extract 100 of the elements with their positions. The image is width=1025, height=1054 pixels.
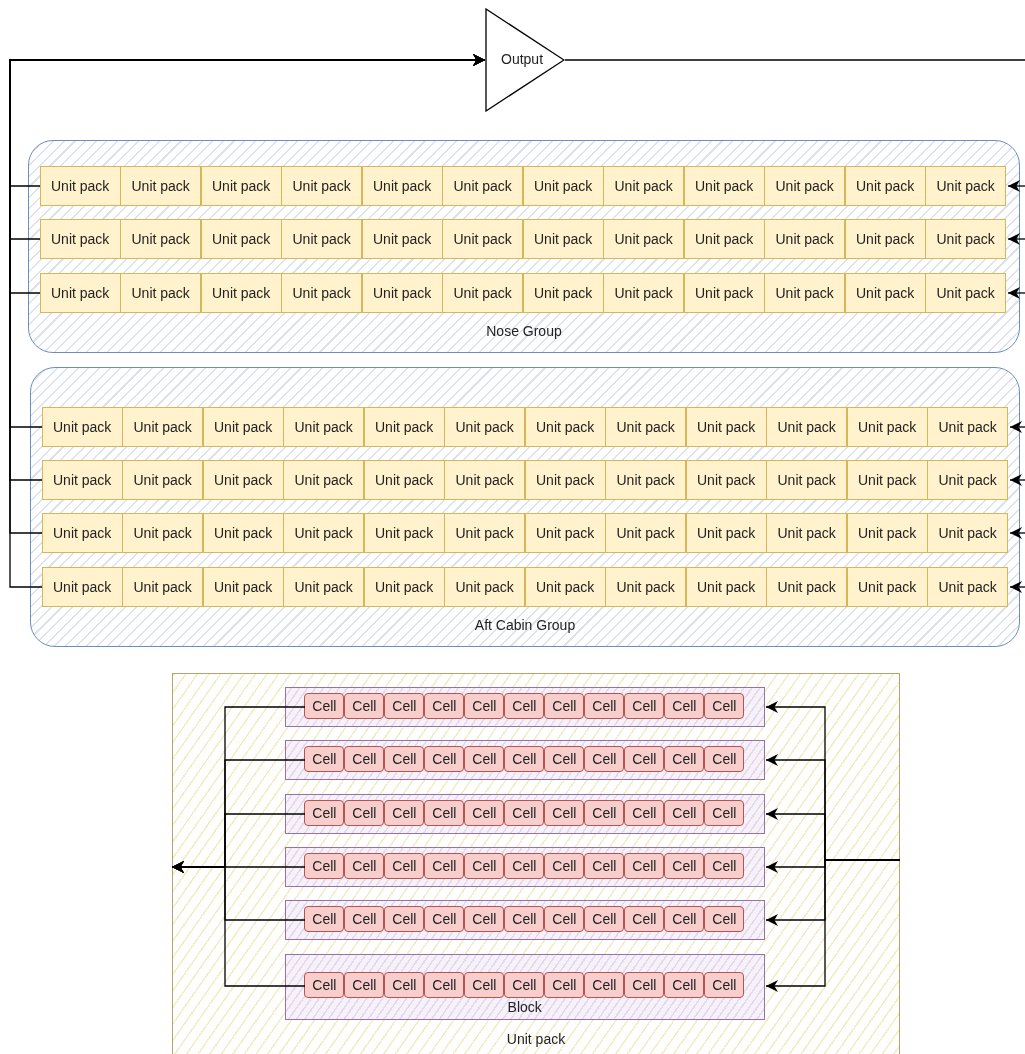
- output-label: Output: [501, 51, 544, 67]
- unit-pack: Unit pack: [122, 459, 204, 500]
- battery-cell: Cell: [304, 972, 345, 999]
- battery-cell: Cell: [584, 746, 625, 773]
- group-panel: [30, 367, 1020, 647]
- battery-cell: Cell: [544, 906, 585, 933]
- arrow: [765, 859, 901, 992]
- battery-cell: Cell: [304, 853, 345, 880]
- arrow: [1009, 527, 1025, 539]
- battery-cell: Cell: [544, 693, 585, 720]
- battery-cell: Cell: [624, 800, 665, 827]
- unit-pack: Unit pack: [41, 406, 123, 447]
- unit-pack: Unit pack: [524, 512, 606, 553]
- battery-cell: Cell: [584, 972, 625, 999]
- battery-cell: Cell: [464, 746, 505, 773]
- battery-cell: Cell: [664, 906, 705, 933]
- battery-cell: Cell: [704, 972, 745, 999]
- arrow: [1009, 581, 1025, 593]
- group-panel: [28, 140, 1020, 353]
- battery-cell: Cell: [704, 853, 745, 880]
- unit-pack: Unit pack: [283, 566, 365, 607]
- unit-pack: Unit pack: [685, 512, 767, 553]
- unit-pack: Unit pack: [603, 272, 685, 313]
- unit-pack: Unit pack: [925, 218, 1007, 259]
- battery-cell: Cell: [464, 693, 505, 720]
- unit-pack: Unit pack: [122, 512, 204, 553]
- battery-cell: Cell: [664, 972, 705, 999]
- battery-cell: Cell: [664, 693, 705, 720]
- battery-cell: Cell: [424, 906, 465, 933]
- unit-pack: Unit pack: [361, 165, 443, 206]
- block-panel: [284, 953, 765, 1020]
- battery-cell: Cell: [584, 853, 625, 880]
- battery-cell: Cell: [384, 746, 425, 773]
- battery-cell: Cell: [504, 906, 545, 933]
- group-label: Nose Group: [486, 323, 562, 339]
- block-panel: [284, 686, 765, 727]
- battery-cell: Cell: [504, 746, 545, 773]
- unit-pack: Unit pack: [846, 566, 928, 607]
- unit-pack: Unit pack: [605, 566, 687, 607]
- battery-cell: Cell: [544, 746, 585, 773]
- unit-pack: Unit pack: [524, 406, 606, 447]
- battery-cell: Cell: [704, 746, 745, 773]
- unit-pack: Unit pack: [122, 566, 204, 607]
- battery-cell: Cell: [544, 853, 585, 880]
- unit-pack: Unit pack: [846, 406, 928, 447]
- unit-pack: Unit pack: [846, 459, 928, 500]
- unit-pack: Unit pack: [605, 512, 687, 553]
- unit-pack: Unit pack: [122, 406, 204, 447]
- block-panel: [284, 846, 765, 887]
- battery-cell: Cell: [424, 853, 465, 880]
- unit-pack: Unit pack: [925, 165, 1007, 206]
- unit-pack: Unit pack: [363, 566, 445, 607]
- unit-pack: Unit pack: [603, 218, 685, 259]
- unit-pack: Unit pack: [844, 165, 926, 206]
- unit-pack: Unit pack: [766, 512, 848, 553]
- unit-pack: Unit pack: [444, 512, 526, 553]
- unit-pack: Unit pack: [766, 406, 848, 447]
- block-panel: [284, 899, 765, 940]
- unit-pack: Unit pack: [120, 218, 202, 259]
- connector-line: [564, 59, 1025, 61]
- block-panel: [284, 739, 765, 780]
- unit-pack: Unit pack: [685, 566, 767, 607]
- block-panel: [284, 793, 765, 834]
- battery-cell: Cell: [304, 746, 345, 773]
- unit-pack: Unit pack: [524, 566, 606, 607]
- battery-cell: Cell: [464, 800, 505, 827]
- battery-cell: Cell: [424, 746, 465, 773]
- block-label: Block: [507, 998, 542, 1015]
- unit-pack: Unit pack: [524, 459, 606, 500]
- unit-pack: Unit pack: [363, 512, 445, 553]
- group-label: Aft Cabin Group: [474, 617, 576, 633]
- unit-pack: Unit pack: [444, 406, 526, 447]
- unit-pack: Unit pack: [522, 218, 604, 259]
- unit-pack: Unit pack: [522, 272, 604, 313]
- arrow: [1009, 474, 1025, 486]
- unit-pack: Unit pack: [522, 165, 604, 206]
- unit-pack: Unit pack: [363, 459, 445, 500]
- battery-cell: Cell: [384, 693, 425, 720]
- unit-pack: Unit pack: [283, 406, 365, 447]
- unit-pack: Unit pack: [927, 406, 1009, 447]
- battery-cell: Cell: [624, 972, 665, 999]
- unit-pack: Unit pack: [764, 165, 846, 206]
- arrow: [1007, 287, 1025, 299]
- battery-cell: Cell: [504, 693, 545, 720]
- unit-pack: Unit pack: [283, 459, 365, 500]
- battery-cell: Cell: [304, 693, 345, 720]
- unit-pack: Unit pack: [39, 272, 121, 313]
- unit-pack: Unit pack: [685, 406, 767, 447]
- unit-pack: Unit pack: [281, 165, 363, 206]
- unit-pack: Unit pack: [41, 459, 123, 500]
- battery-cell: Cell: [384, 800, 425, 827]
- battery-cell: Cell: [704, 800, 745, 827]
- unit-pack: Unit pack: [442, 272, 524, 313]
- battery-cell: Cell: [624, 746, 665, 773]
- unit-pack: Unit pack: [442, 165, 524, 206]
- battery-cell: Cell: [424, 693, 465, 720]
- unit-pack: Unit pack: [444, 459, 526, 500]
- battery-cell: Cell: [344, 972, 385, 999]
- unit-pack: Unit pack: [281, 272, 363, 313]
- unit-pack: Unit pack: [39, 165, 121, 206]
